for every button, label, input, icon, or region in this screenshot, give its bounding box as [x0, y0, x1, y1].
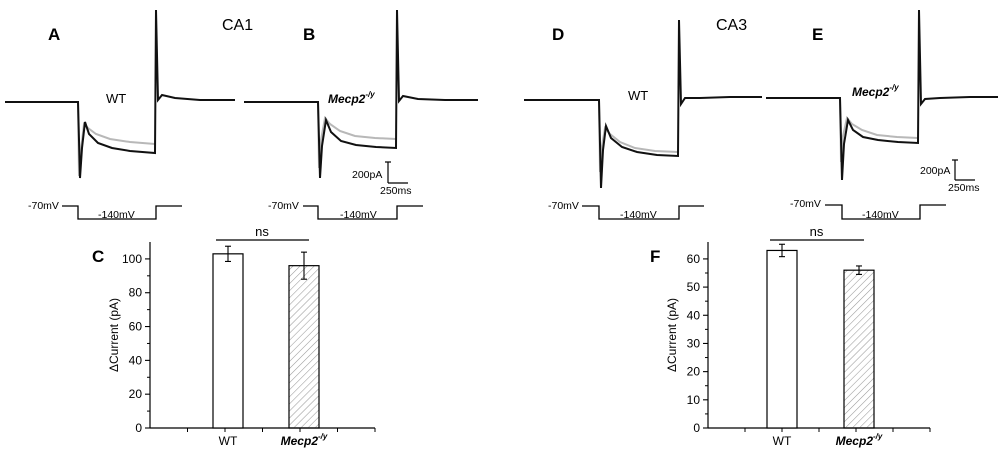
category-label: Mecp2-/y [836, 432, 883, 448]
scale-bar-ca1: 200pA 250ms [352, 161, 412, 197]
y-tick-label: 10 [687, 393, 701, 407]
holding-label-b: -70mV [268, 200, 299, 212]
y-tick-label: 60 [129, 320, 143, 334]
trace-label-d: WT [628, 88, 648, 103]
command-step-a [62, 205, 182, 220]
trace-label-b: Mecp2-/y [328, 90, 375, 106]
holding-label-e: -70mV [790, 198, 821, 210]
y-axis-title: ΔCurrent (pA) [107, 298, 121, 372]
ca3-section: CA3 D WT -70mV -140mV E Mecp2-/y -70mV -… [524, 9, 998, 221]
trace-b-control [244, 9, 478, 179]
panel-letter-f: F [650, 247, 660, 266]
trace-a-control [5, 9, 235, 179]
y-tick-label: 60 [687, 252, 701, 266]
section-title-ca1: CA1 [222, 17, 253, 34]
step-label-b: -140mV [340, 209, 377, 221]
command-step-d [582, 205, 704, 220]
category-label: WT [773, 434, 792, 448]
y-tick-label: 30 [687, 336, 701, 350]
bar-mecp2 [288, 265, 320, 429]
scale-current-ca1: 200pA [352, 169, 382, 181]
ca1-section: CA1 A WT -70mV -140mV B Mecp2-/y -70mV -… [5, 9, 478, 221]
y-tick-label: 100 [122, 252, 142, 266]
bar-wt [766, 249, 798, 429]
category-label: Mecp2-/y [281, 432, 328, 448]
trace-label-a: WT [106, 91, 126, 106]
step-label-a: -140mV [98, 209, 135, 221]
y-tick-label: 80 [129, 286, 143, 300]
significance-label: ns [810, 224, 824, 239]
y-tick-label: 0 [693, 421, 700, 435]
bar-wt [212, 253, 244, 429]
y-tick-label: 0 [135, 421, 142, 435]
y-axis-title: ΔCurrent (pA) [665, 298, 679, 372]
panel-letter-a: A [48, 25, 60, 44]
y-tick-label: 40 [687, 308, 701, 322]
scale-current-ca3: 200pA [920, 165, 950, 177]
holding-label-a: -70mV [28, 200, 59, 212]
step-label-d: -140mV [620, 209, 657, 221]
y-tick-label: 20 [129, 387, 143, 401]
y-tick-label: 50 [687, 280, 701, 294]
bar-mecp2 [843, 269, 875, 429]
step-label-e: -140mV [862, 209, 899, 221]
trace-e-control [766, 9, 998, 181]
trace-d-control [524, 19, 762, 189]
y-tick-label: 40 [129, 353, 143, 367]
category-label: WT [219, 434, 238, 448]
y-tick-label: 20 [687, 365, 701, 379]
scale-bar-ca3: 200pA 250ms [920, 159, 980, 194]
panel-letter-e: E [812, 25, 823, 44]
command-step-e [825, 204, 946, 220]
section-title-ca3: CA3 [716, 17, 747, 34]
trace-label-e: Mecp2-/y [852, 83, 899, 99]
panel-letter-c: C [92, 247, 104, 266]
significance-label: ns [255, 224, 269, 239]
command-step-b [303, 205, 423, 220]
scale-time-ca3: 250ms [948, 182, 980, 194]
scale-time-ca1: 250ms [380, 185, 412, 197]
holding-label-d: -70mV [548, 200, 579, 212]
panel-letter-d: D [552, 25, 564, 44]
panel-letter-b: B [303, 25, 315, 44]
